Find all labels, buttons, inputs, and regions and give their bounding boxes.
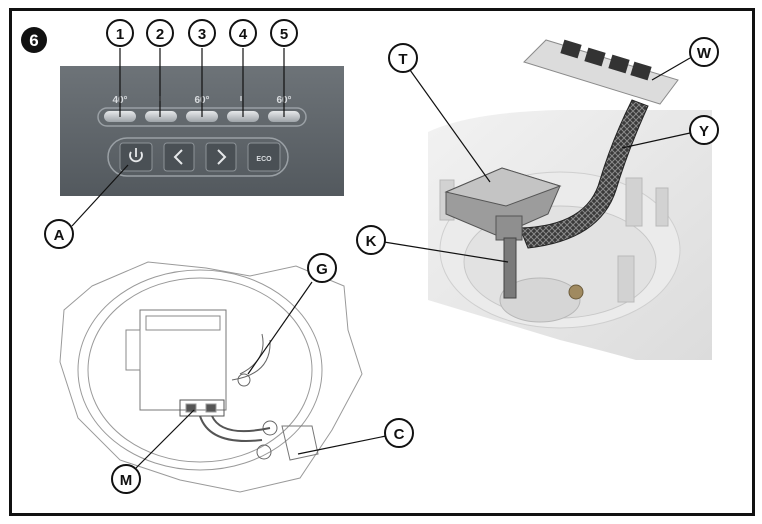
callout-t-label: T: [398, 51, 407, 68]
callout-g-label: G: [316, 261, 328, 278]
callout-4: 4: [229, 19, 257, 117]
callout-m: M: [111, 409, 195, 494]
right-arrow-button[interactable]: [205, 142, 237, 172]
eco-label: ECO: [256, 156, 272, 163]
callout-4-label: 4: [239, 26, 248, 43]
callout-5: 5: [270, 19, 298, 117]
callout-k: K: [356, 225, 509, 263]
callout-w-label: W: [697, 45, 712, 62]
callout-g: G: [247, 253, 337, 375]
callout-1: 1: [106, 19, 134, 117]
chevron-right-icon: [217, 149, 227, 165]
callout-2-label: 2: [156, 26, 164, 43]
callout-2: 2: [146, 19, 174, 117]
chevron-left-icon: [173, 149, 183, 165]
callout-a-label: A: [54, 227, 65, 244]
callout-t: T: [388, 43, 491, 183]
callout-k-label: K: [366, 233, 377, 250]
figure-number-badge: 6: [21, 27, 47, 53]
tick-mark-2: ı: [240, 93, 243, 103]
callout-5-label: 5: [280, 26, 288, 43]
left-arrow-button[interactable]: [163, 142, 195, 172]
callout-3: 3: [188, 19, 216, 117]
figure-number: 6: [29, 31, 38, 50]
callout-y: Y: [621, 115, 719, 149]
callout-w: W: [651, 37, 719, 81]
power-icon: [129, 151, 143, 163]
callout-c-label: C: [394, 426, 405, 443]
callout-y-label: Y: [699, 123, 709, 140]
callout-a: A: [44, 164, 129, 249]
control-panel: 40° ı 60° ı 60° ECO: [60, 66, 344, 196]
callout-3-label: 3: [198, 26, 206, 43]
module-photo: [428, 39, 712, 360]
callout-1-label: 1: [116, 26, 124, 43]
flange-drawing: [59, 261, 363, 493]
callout-m-label: M: [120, 472, 133, 489]
callout-c: C: [297, 418, 414, 455]
eco-button[interactable]: ECO: [247, 142, 281, 172]
led-2: [145, 111, 177, 122]
power-button[interactable]: [119, 142, 153, 172]
